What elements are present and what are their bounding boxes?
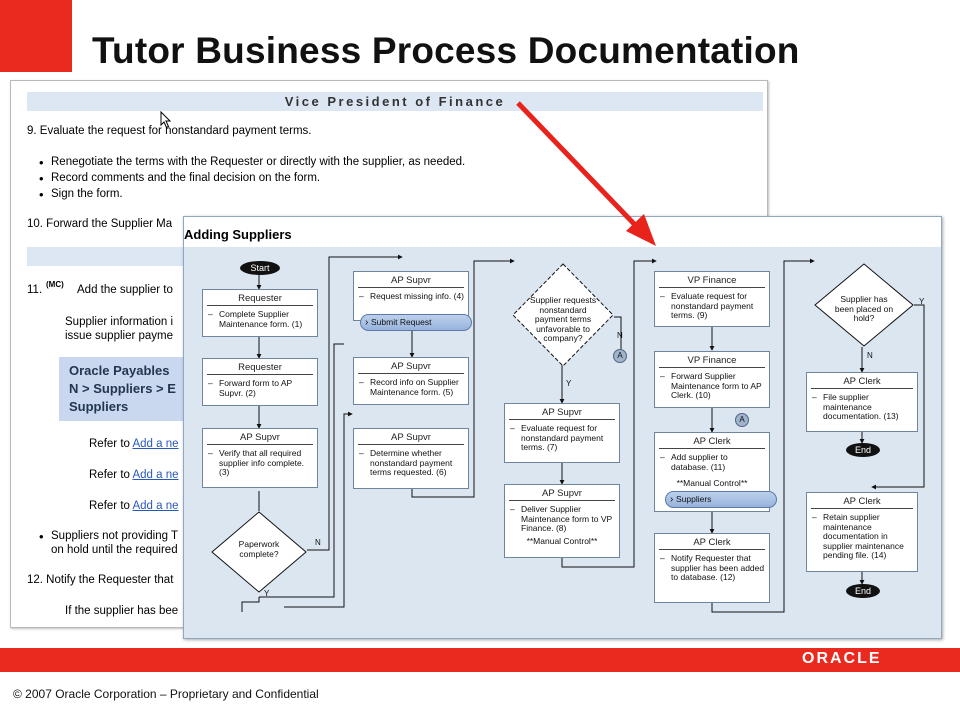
decision-text: Supplier requests nonstandard payment te… [529,295,597,343]
process-text: File supplier maintenance documentation.… [811,392,913,422]
process-text: Verify that all required supplier info c… [207,448,313,478]
footer-bar [0,648,960,672]
role-label: AP Clerk [659,537,765,550]
process-box-3[interactable]: AP Supvr Verify that all required suppli… [202,428,318,488]
role-label: AP Supvr [509,407,615,420]
process-text: Forward form to AP Supvr. (2) [207,378,313,398]
doc-refer-line: Refer to Add a ne [89,469,179,481]
decision-text: Paperwork complete? [238,539,280,559]
role-label: AP Supvr [207,432,313,445]
flowchart-connectors [241,254,925,613]
doc-refer-line: Refer to Add a ne [89,438,179,450]
process-box-8[interactable]: AP Supvr Deliver Supplier Maintenance fo… [504,484,620,558]
doc-link[interactable]: Add a ne [132,500,179,512]
doc-bullet: Sign the form. [39,187,123,202]
manual-control-note: **Manual Control** [526,535,598,546]
doc-supplier-info: Supplier information i [65,316,174,328]
process-box-10[interactable]: VP Finance Forward Supplier Maintenance … [654,351,770,408]
role-label: AP Supvr [358,275,464,288]
end-terminal: End [846,584,880,598]
submit-request-pill[interactable]: Submit Request [360,314,472,331]
mouse-cursor-icon [160,111,172,129]
process-box-4[interactable]: AP Supvr Request missing info. (4) [353,271,469,321]
manual-control-note: **Manual Control** [676,478,748,488]
slide-title: Tutor Business Process Documentation [92,30,800,71]
process-text: Notify Requester that supplier has been … [659,553,765,583]
role-label: Requester [207,362,313,375]
role-label: AP Clerk [811,376,913,389]
yes-label: Y [919,297,925,306]
role-label: AP Supvr [509,488,615,501]
decision-text: Supplier has been placed on hold? [834,294,894,323]
doc-role-header: Vice President of Finance [27,92,763,111]
doc-supplier-info: issue supplier payme [65,330,174,342]
doc-bullet: Suppliers not providing T [39,529,178,544]
process-text: Evaluate request for nonstandard payment… [659,291,765,321]
flowchart-panel: Adding Suppliers [183,216,942,639]
process-text: Deliver Supplier Maintenance form to VP … [509,504,615,534]
process-text: Request missing info. (4) [358,291,464,302]
red-corner-accent [0,0,72,72]
role-label: AP Supvr [358,361,464,374]
nav-form: Suppliers [69,399,129,414]
nav-path: N > Suppliers > E [69,381,176,396]
doc-step-12: 12. Notify the Requester that [27,574,174,586]
decision-diamond-3 [814,263,914,347]
doc-step-9: 9. Evaluate the request for nonstandard … [27,125,312,137]
doc-refer-line: Refer to Add a ne [89,500,179,512]
doc-bullet-continued: on hold until the required [51,544,178,556]
oracle-logo: ORACLE [802,650,882,667]
process-box-6[interactable]: AP Supvr Determine whether nonstandard p… [353,428,469,489]
process-text: Determine whether nonstandard payment te… [358,448,464,478]
nav-application: Oracle Payables [69,363,170,378]
connector-a-icon: A [613,349,627,363]
doc-step-10: 10. Forward the Supplier Ma [27,218,173,230]
doc-step-11-tag: (MC) [46,280,64,289]
process-text: Record info on Supplier Maintenance form… [358,377,464,397]
role-label: VP Finance [659,275,765,288]
yes-label: Y [264,589,270,598]
process-text: Retain supplier maintenance documentatio… [811,512,913,561]
process-text: Forward Supplier Maintenance form to AP … [659,371,765,401]
doc-step-11-text: Add the supplier to [77,284,173,296]
role-label: AP Supvr [358,432,464,445]
role-label: Requester [207,293,313,306]
role-label: AP Clerk [659,436,765,449]
doc-link[interactable]: Add a ne [132,469,179,481]
copyright-text: © 2007 Oracle Corporation – Proprietary … [13,687,319,701]
process-box-2[interactable]: Requester Forward form to AP Supvr. (2) [202,358,318,406]
doc-step-11-number: 11. [27,284,43,296]
doc-step-12-sub: If the supplier has bee [65,605,179,617]
process-box-1[interactable]: Requester Complete Supplier Maintenance … [202,289,318,337]
flowchart-title: Adding Suppliers [184,227,292,242]
process-box-13[interactable]: AP Clerk File supplier maintenance docum… [806,372,918,432]
process-text: Add supplier to database. (11) [659,452,765,472]
process-box-9[interactable]: VP Finance Evaluate request for nonstand… [654,271,770,327]
decision-diamond-1 [211,511,307,593]
end-terminal: End [846,443,880,457]
no-label: N [315,538,321,547]
process-box-12[interactable]: AP Clerk Notify Requester that supplier … [654,533,770,603]
suppliers-pill[interactable]: Suppliers [665,491,777,508]
doc-link[interactable]: Add a ne [132,438,179,450]
process-text: Evaluate request for nonstandard payment… [509,423,615,453]
role-label: VP Finance [659,355,765,368]
decision-diamond-2 [512,263,614,367]
no-label: N [867,351,873,360]
process-box-7[interactable]: AP Supvr Evaluate request for nonstandar… [504,403,620,463]
process-text: Complete Supplier Maintenance form. (1) [207,309,313,329]
process-box-14[interactable]: AP Clerk Retain supplier maintenance doc… [806,492,918,572]
doc-bullet: Renegotiate the terms with the Requester… [39,155,465,170]
doc-bullet: Record comments and the final decision o… [39,171,320,186]
role-label: AP Clerk [811,496,913,509]
no-label: N [617,331,623,340]
connector-a-icon: A [735,413,749,427]
yes-label: Y [566,379,572,388]
start-terminal: Start [240,261,280,275]
process-box-5[interactable]: AP Supvr Record info on Supplier Mainten… [353,357,469,405]
